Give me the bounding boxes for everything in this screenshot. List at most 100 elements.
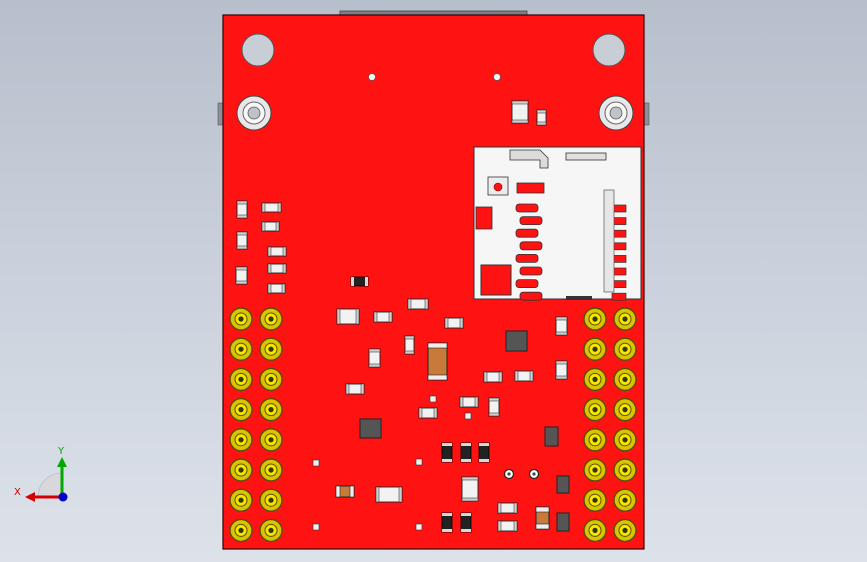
smd-passive[interactable] [336, 308, 360, 325]
smd-terminal [555, 316, 568, 321]
header-pin-hole [592, 527, 598, 534]
smd-terminal [267, 246, 272, 257]
smd-terminal [236, 245, 248, 250]
smd-terminal [461, 459, 471, 462]
microsd-contact [519, 241, 543, 251]
led-indicator-center [507, 472, 511, 476]
smd-terminal [511, 119, 529, 124]
smd-terminal [488, 412, 500, 417]
capacitor-terminal [335, 485, 341, 498]
header-pin-hole [592, 346, 598, 352]
capacitor-terminal [535, 506, 550, 513]
microsd-contact [515, 203, 539, 213]
smd-terminal [282, 246, 287, 257]
smd-passive[interactable] [461, 476, 479, 502]
smd-terminal [442, 459, 452, 462]
header-pin-hole [268, 467, 274, 473]
smd-terminal [398, 486, 403, 503]
z-axis-dot [58, 492, 68, 502]
smd-terminal [373, 311, 378, 323]
smd-terminal [365, 277, 368, 286]
smd-terminal [513, 520, 518, 532]
header-pin-hole [622, 316, 628, 322]
test-point [415, 458, 423, 466]
smd-terminal [368, 348, 381, 353]
smd-terminal [424, 298, 429, 310]
ic-package[interactable] [556, 475, 570, 494]
mounting-hole [241, 33, 275, 67]
smd-terminal [281, 283, 286, 294]
smd-terminal [267, 263, 272, 274]
header-pin-hole [622, 527, 628, 534]
microsd-contact [519, 291, 543, 301]
smd-terminal [514, 370, 519, 382]
header-pin-hole [622, 407, 628, 413]
test-point [429, 395, 437, 403]
header-pin-hole [238, 497, 244, 503]
header-pin-hole [268, 376, 274, 382]
capacitor-terminal [427, 342, 448, 349]
smd-terminal [433, 407, 438, 419]
smd-passive[interactable] [511, 100, 529, 124]
header-pin-hole [268, 346, 274, 352]
smd-terminal [375, 486, 380, 503]
header-pin-hole [268, 527, 274, 534]
smd-terminal [360, 383, 365, 395]
smd-terminal [479, 459, 489, 462]
smd-terminal [555, 375, 568, 380]
header-pin-hole [592, 316, 598, 322]
microsd-card-slot [566, 296, 592, 300]
ic-package[interactable] [556, 512, 570, 532]
header-pin-hole [238, 527, 244, 534]
smd-terminal [236, 231, 248, 236]
microsd-contact [519, 266, 543, 276]
capacitor-terminal [535, 523, 550, 530]
smd-terminal [235, 266, 248, 271]
header-pin-hole [238, 467, 244, 473]
header-pin-hole [592, 467, 598, 473]
smd-terminal [282, 263, 287, 274]
header-pin-hole [622, 346, 628, 352]
header-pin-hole [238, 316, 244, 322]
tantalum-capacitor[interactable] [427, 342, 448, 381]
smd-terminal [261, 221, 266, 232]
smd-terminal [488, 397, 500, 402]
x-axis-label: X [14, 487, 21, 498]
smd-terminal [336, 308, 341, 325]
header-pin-hole [268, 437, 274, 443]
header-pin-hole [592, 407, 598, 413]
ic-package[interactable] [544, 426, 559, 447]
microsd-shield-pad [480, 264, 512, 296]
header-pin-hole [238, 437, 244, 443]
smd-terminal [442, 529, 452, 532]
microsd-solder-lead [611, 292, 627, 301]
smd-terminal [442, 513, 452, 516]
smd-terminal [459, 317, 464, 329]
header-pin-hole [238, 376, 244, 382]
smd-terminal [404, 335, 415, 340]
smd-terminal [267, 283, 272, 294]
view-orientation-triad: Y X [14, 446, 68, 502]
ic-package[interactable] [359, 418, 382, 439]
microsd-contact [515, 279, 539, 289]
smd-passive[interactable] [375, 486, 403, 503]
smd-terminal [536, 121, 547, 126]
smd-terminal [418, 407, 423, 419]
header-pin-hole [268, 497, 274, 503]
ic-package[interactable] [505, 330, 528, 352]
smd-terminal [355, 308, 360, 325]
smd-terminal [461, 529, 471, 532]
smd-terminal [368, 363, 381, 368]
standoff-hole [247, 106, 261, 120]
microsd-spring-clip [509, 149, 549, 169]
via-hole [493, 73, 501, 81]
smd-terminal [407, 298, 412, 310]
smd-terminal [483, 371, 488, 383]
x-axis-arrow-head [25, 492, 35, 502]
smd-terminal [351, 277, 354, 286]
smd-terminal [388, 311, 393, 323]
smd-terminal [261, 202, 266, 213]
test-point [312, 523, 320, 531]
